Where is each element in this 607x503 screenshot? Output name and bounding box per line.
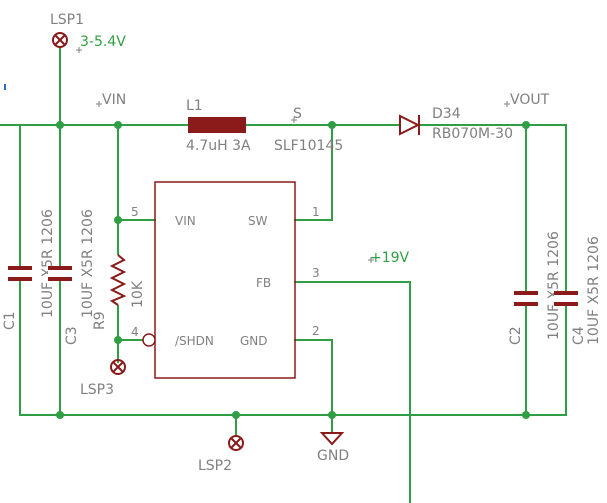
capacitor-c2: 10UF X5R 1206 C2 [508, 231, 562, 345]
junction-dot [522, 121, 530, 129]
testpoint-cross [54, 34, 66, 46]
inverted-pin-bubble [142, 333, 156, 347]
capacitor-value: 10UF X5R 1206 [80, 209, 96, 318]
net-label-vin: VIN [102, 92, 126, 108]
ic-pin-name: /SHDN [175, 334, 214, 348]
capacitor-value: 10UF X5R 1206 [40, 209, 56, 318]
ic-pin-name: FB [256, 276, 271, 290]
ic-pin-name: VIN [175, 214, 196, 228]
ic-pin-number: 2 [312, 324, 320, 338]
inductor-l1: L1 4.7uH 3A SLF10145 [186, 98, 343, 154]
junction-dot [328, 121, 336, 129]
capacitor-c1: 10UF X5R 1206 C1 [2, 209, 56, 330]
diode-anode-triangle [399, 114, 421, 136]
resistor-r9: 10K R9 [92, 254, 146, 330]
ic-body [154, 181, 296, 379]
net-label-sw: S [293, 106, 302, 122]
testpoint-icon [110, 359, 126, 375]
ic-pin-name: GND [240, 334, 268, 348]
ic-pin-number: 1 [312, 205, 320, 219]
junction-dot [114, 216, 122, 224]
ic-pin-number: 5 [131, 205, 139, 219]
testpoint-lsp3: LSP3 [80, 359, 126, 398]
capacitor-c3: 10UF X5R 1206 C3 [48, 209, 96, 345]
capacitor-value: 10UF X5R 1206 [546, 231, 562, 340]
inductor-body [188, 117, 246, 133]
net-label-vout: VOUT [510, 92, 550, 108]
testpoint-lsp2: LSP2 [198, 435, 244, 474]
ground-label: GND [317, 448, 349, 464]
testpoint-icon [228, 435, 244, 451]
junction-dot [522, 411, 530, 419]
junction-dot [232, 411, 240, 419]
ground-icon [319, 432, 345, 446]
capacitor-ref: C1 [2, 311, 18, 330]
junction-dot [114, 336, 122, 344]
capacitor-ref: C4 [571, 326, 587, 345]
regulator-ic: 5 VIN 4 /SHDN 1 SW 3 FB 2 GND [131, 181, 320, 379]
junctions [56, 121, 530, 419]
capacitor-ref: C3 [64, 326, 80, 345]
input-voltage-label: 3-5.4V [80, 34, 126, 50]
capacitor-c4: 10UF X5R 1206 C4 [554, 236, 602, 345]
ground-symbol: GND [317, 432, 349, 464]
inductor-ref: L1 [186, 98, 203, 114]
testpoint-lsp1: LSP1 3-5.4V [50, 12, 126, 53]
inductor-value: 4.7uH 3A [186, 138, 251, 154]
diode-part: RB070M-30 [432, 126, 513, 142]
junction-dot [114, 121, 122, 129]
capacitor-ref: C2 [508, 326, 524, 345]
inductor-part: SLF10145 [274, 138, 343, 154]
junction-dot [56, 411, 64, 419]
testpoint-label: LSP3 [80, 382, 114, 398]
ic-pin-number: 3 [312, 266, 320, 280]
testpoint-cross [112, 361, 124, 373]
testpoint-cross [230, 437, 242, 449]
net-label-fb-voltage: +19V [370, 250, 410, 266]
testpoint-label: LSP1 [50, 12, 84, 28]
testpoint-icon [52, 32, 68, 48]
net-labels: VIN VOUT S +19V [96, 92, 550, 266]
resistor-zigzag [109, 254, 127, 306]
ic-pin-name: SW [248, 214, 268, 228]
junction-dot [328, 411, 336, 419]
capacitor-value: 10UF X5R 1206 [586, 236, 602, 345]
junction-dot [56, 121, 64, 129]
diode-d34: D34 RB070M-30 [399, 106, 513, 142]
diode-ref: D34 [432, 106, 461, 122]
resistor-ref: R9 [92, 311, 108, 330]
testpoint-label: LSP2 [198, 458, 232, 474]
resistor-value: 10K [130, 280, 146, 308]
ic-pin-number: 4 [131, 325, 139, 339]
